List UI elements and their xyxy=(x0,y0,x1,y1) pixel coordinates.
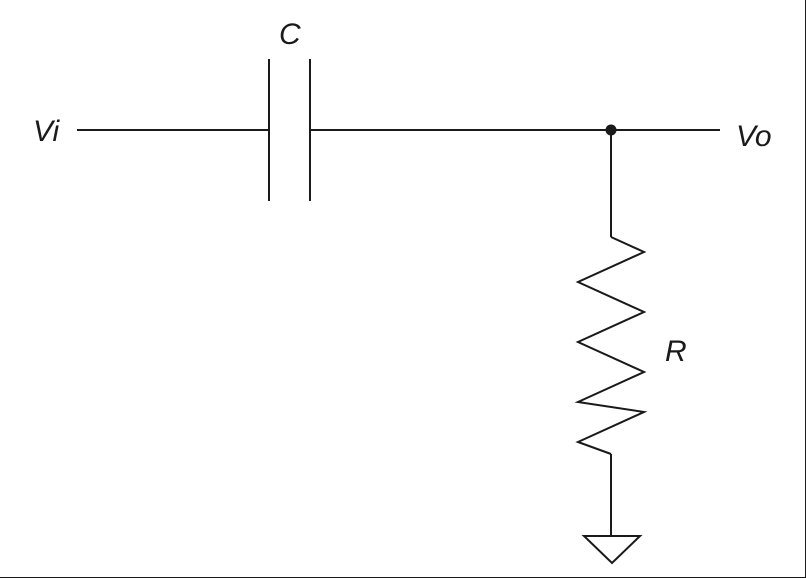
resistor-symbol xyxy=(574,236,648,455)
ground-symbol xyxy=(581,535,643,565)
output-label: Vo xyxy=(736,120,772,153)
input-label: Vi xyxy=(33,115,60,148)
resistor-label: R xyxy=(665,335,687,368)
capacitor-label: C xyxy=(279,18,301,51)
